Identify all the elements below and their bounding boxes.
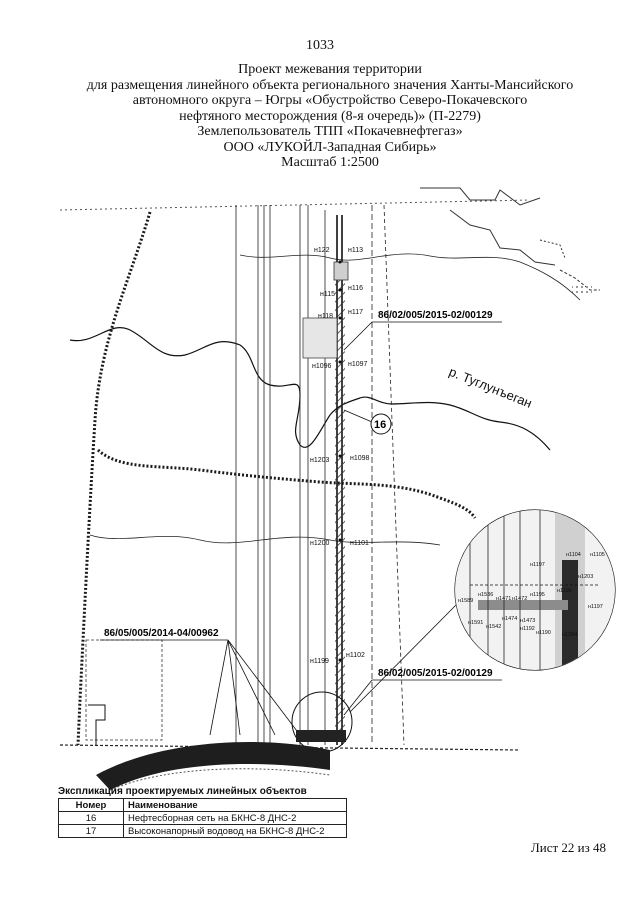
inset-point-label: н1472 (512, 596, 527, 602)
point-label: н1199 (310, 658, 329, 665)
overview-map (420, 187, 600, 294)
inset-point-label: н1203 (578, 574, 593, 580)
point-label: н118 (318, 313, 333, 320)
contour-line (89, 534, 441, 546)
parcel-leader (343, 679, 373, 716)
page-number: 1033 (306, 38, 334, 53)
object-marker-circle (370, 413, 392, 435)
inset-point-label: н1542 (486, 624, 501, 630)
table-row: 17 Высоконапорный водовод на БКНС-8 ДНС-… (58, 824, 347, 838)
parcel-outline (85, 639, 163, 741)
heading-line-6: ООО «ЛУКОЙЛ-Западная Сибирь» (223, 139, 437, 155)
object-leader (343, 409, 373, 423)
inset-point-label: н1104 (566, 552, 581, 558)
inset-point-label: н1192 (520, 626, 535, 632)
inset-point-label: н1197 (588, 604, 603, 610)
map-frame-top (59, 199, 531, 211)
detail-leader (349, 604, 457, 713)
inset-point-label: н1195 (530, 592, 545, 598)
river (69, 327, 551, 451)
inset-point-label: н1197 (530, 562, 545, 568)
point-label: н1096 (312, 363, 332, 370)
parcel-outline (88, 704, 106, 745)
point-label: н1203 (310, 457, 330, 464)
parcel-leader (343, 321, 373, 351)
row-name: Нефтесборная сеть на БКНС-8 ДНС-2 (123, 811, 347, 825)
point-label: н117 (348, 309, 363, 316)
parcel-leaders (209, 639, 301, 736)
heading-line-2: для размещения линейного объекта региона… (86, 77, 574, 93)
explication-table: Номер Наименование 16 Нефтесборная сеть … (58, 798, 347, 838)
inset-point-label: н1536 (478, 592, 493, 598)
point-label: н116 (348, 285, 363, 292)
point-markers (338, 260, 342, 662)
explication-title: Экспликация проектируемых линейных объек… (58, 786, 307, 797)
dotted-boundary (76, 211, 152, 746)
sheet-label: Лист 22 из 48 (530, 840, 606, 855)
point-label: н1101 (350, 540, 369, 547)
table-header-row: Номер Наименование (58, 798, 347, 812)
heading-line-1: Проект межевания территории (238, 62, 422, 77)
inset-point-label: н1204 (562, 632, 577, 638)
road (96, 742, 330, 790)
point-label: н1102 (346, 652, 365, 659)
parcel-label: 86/05/005/2014-04/00962 (104, 628, 219, 639)
inset-point-label: н1474 (502, 616, 517, 622)
point-label: н115 (320, 291, 335, 298)
table-row: 16 Нефтесборная сеть на БКНС-8 ДНС-2 (58, 811, 347, 825)
inset-point-label: н1589 (458, 598, 473, 604)
inset-point-label: н1196 (557, 588, 572, 594)
road-edge (109, 768, 331, 791)
point-label: н113 (348, 247, 363, 254)
column-header-name: Наименование (123, 798, 347, 812)
detail-block (296, 730, 346, 742)
heading-line-5: Землепользователь ТПП «Покачевнефтегаз» (197, 124, 463, 139)
allotment-area (333, 261, 349, 281)
pipeline-hatch (335, 260, 345, 730)
inset-point-label: н1471 (496, 596, 511, 602)
document-heading: Проект межевания территории для размещен… (60, 62, 600, 171)
row-name: Высоконапорный водовод на БКНС-8 ДНС-2 (123, 824, 347, 838)
river-label: р. Туглунъеган (447, 364, 534, 411)
inset-point-label: н1190 (536, 630, 551, 636)
inset-point-label: н1473 (520, 618, 535, 624)
inset-point-label: н1591 (468, 620, 483, 626)
heading-scale: Масштаб 1:2500 (281, 155, 379, 170)
row-number: 16 (58, 811, 124, 825)
dotted-boundary (96, 448, 477, 519)
heading-line-4: нефтяного месторождения (8-я очередь)» (… (179, 108, 481, 124)
column-header-number: Номер (58, 798, 124, 812)
point-label: н1098 (350, 455, 370, 462)
inset-point-label: н1105 (590, 552, 605, 558)
contour-line (239, 253, 581, 301)
parcel-label: 86/02/005/2015-02/00129 (378, 668, 493, 679)
object-marker: 16 (374, 419, 386, 431)
point-label: н1200 (310, 540, 330, 547)
point-labels: н122 н113 н116 н115 н117 н118 н1096 н109… (310, 247, 370, 665)
corridor-lines (235, 204, 405, 746)
allotment-area (302, 317, 338, 359)
parcel-label: 86/02/005/2015-02/00129 (378, 310, 493, 321)
point-label: н122 (314, 247, 330, 254)
inset-detail: н1104 н1105 н1197 н1203 н1589 н1536 н147… (454, 509, 616, 671)
heading-line-3: автономного округа – Югры «Обустройство … (132, 93, 528, 108)
point-label: н1097 (348, 361, 368, 368)
row-number: 17 (58, 824, 124, 838)
